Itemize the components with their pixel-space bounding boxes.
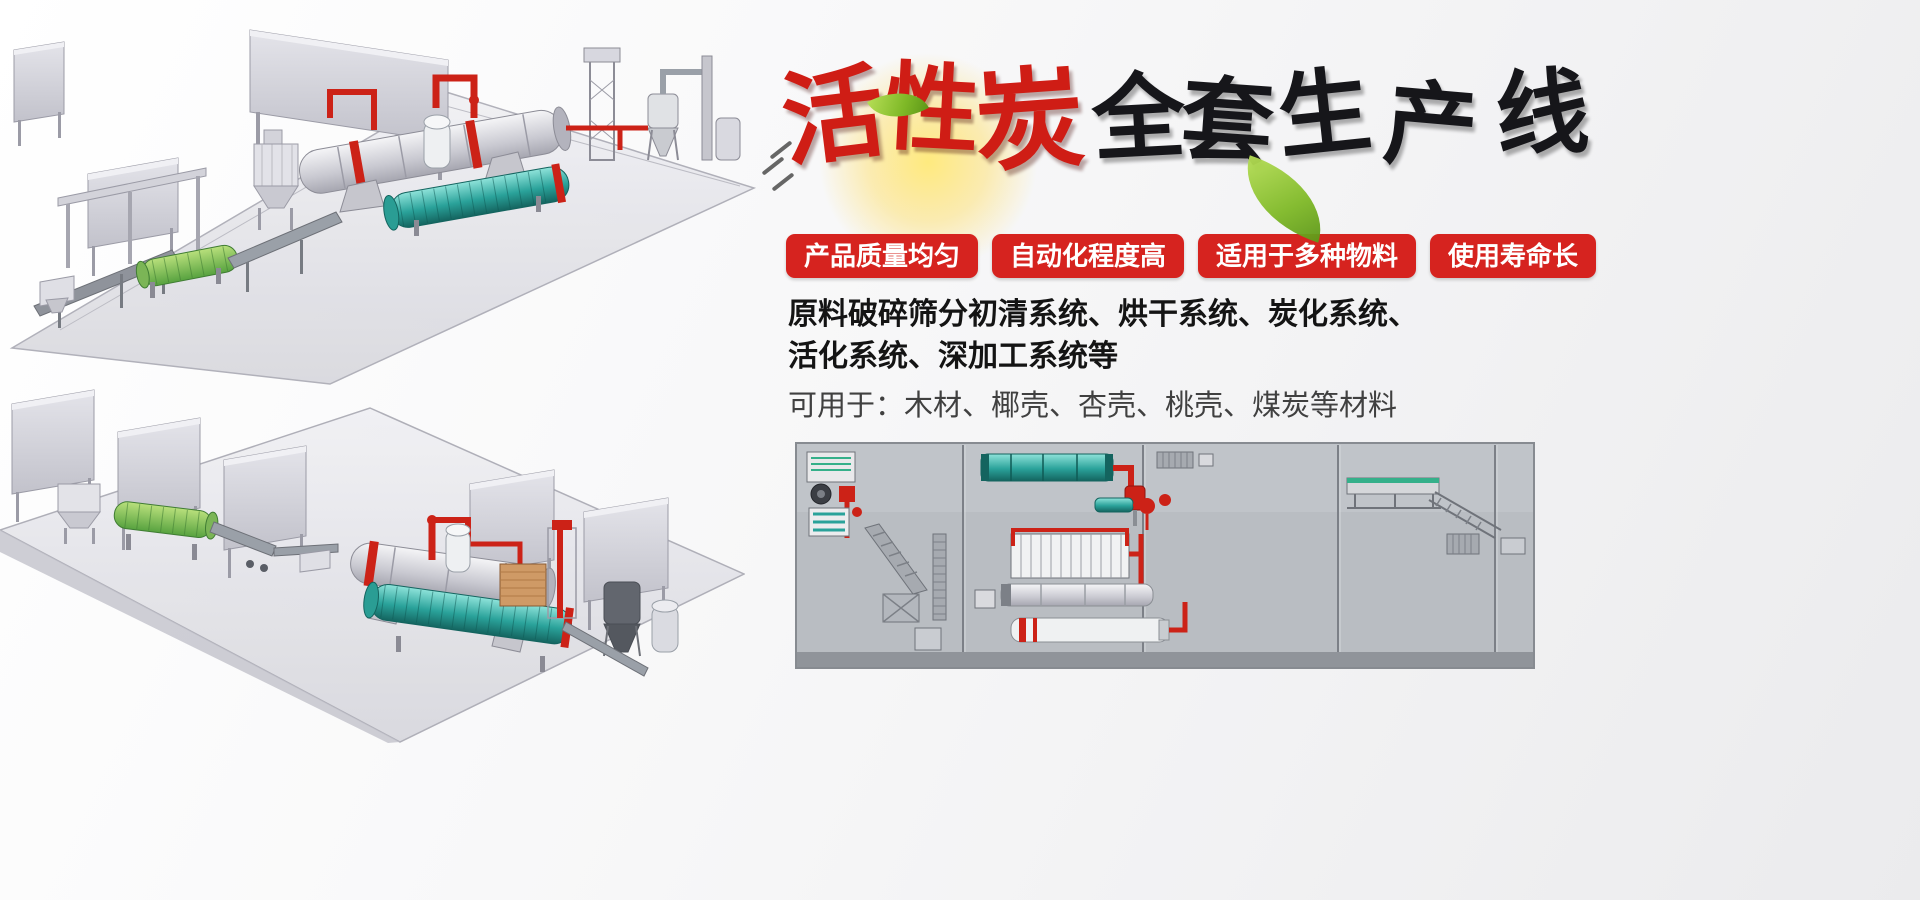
production-line-render-bottom	[0, 368, 745, 743]
render-top-svg	[9, 29, 757, 385]
storage-silo	[651, 599, 679, 653]
kiln-topview	[1000, 583, 1154, 607]
red-frame-tower	[547, 520, 577, 619]
title-char: 产	[1379, 72, 1478, 183]
gantry-beam	[57, 167, 207, 268]
brick-furnace	[499, 563, 547, 607]
title-char: 全	[1089, 65, 1184, 174]
wall-panels	[11, 389, 669, 630]
title-char: 炭	[971, 58, 1085, 187]
description-block: 原料破碎筛分初清系统、烘干系统、炭化系统、 活化系统、深加工系统等 可用于：木材…	[788, 294, 1508, 426]
badge-quality: 产品质量均匀	[786, 234, 979, 278]
title-char: 线	[1493, 61, 1588, 170]
layout-schematic-panel	[795, 442, 1535, 669]
screening-drum	[113, 501, 219, 560]
badge-lifespan: 使用寿命长	[1430, 234, 1597, 278]
cooling-drum	[383, 163, 570, 236]
exhaust-stack	[701, 55, 741, 161]
render-bottom-svg	[0, 389, 745, 743]
transfer-conveyor	[209, 521, 339, 573]
packing-conveyors	[1346, 477, 1526, 555]
cooler-topview	[1010, 602, 1188, 643]
materials-line: 可用于：木材、椰壳、杏壳、桃壳、煤炭等材料	[788, 390, 1398, 422]
hopper-feeder	[57, 483, 101, 544]
production-line-render-top	[0, 0, 760, 385]
pump-cluster	[1094, 494, 1171, 530]
hero-title: 活性炭全套生产线	[776, 55, 1588, 224]
heat-exchanger-topview	[914, 528, 1144, 651]
steam-pipes	[427, 515, 523, 564]
discharge-conveyor	[561, 621, 649, 677]
schematic-svg	[795, 442, 1535, 669]
feature-badges: 产品质量均匀 自动化程度高 适用于多种物料 使用寿命长	[786, 234, 1597, 278]
title-char: 活	[775, 56, 887, 181]
feed-conveyors	[864, 523, 947, 623]
connecting-pipe	[566, 125, 648, 150]
buffer-tank	[423, 114, 451, 169]
badge-automation: 自动化程度高	[992, 234, 1185, 278]
control-cluster	[806, 451, 862, 538]
cyclone-tank	[603, 581, 641, 657]
dust-collector	[253, 129, 299, 230]
transfer-conveyor	[227, 211, 343, 292]
badge-materials: 适用于多种物料	[1198, 234, 1417, 278]
buffer-tank	[445, 523, 471, 573]
steam-pipes	[327, 74, 479, 130]
title-char: 生	[1272, 59, 1372, 172]
description-line-1: 原料破碎筛分初清系统、烘干系统、炭化系统、	[788, 298, 1418, 331]
cyclone-separator	[647, 69, 704, 161]
elevator-tower	[583, 47, 621, 161]
description-line-2: 活化系统、深加工系统等	[788, 340, 1118, 373]
